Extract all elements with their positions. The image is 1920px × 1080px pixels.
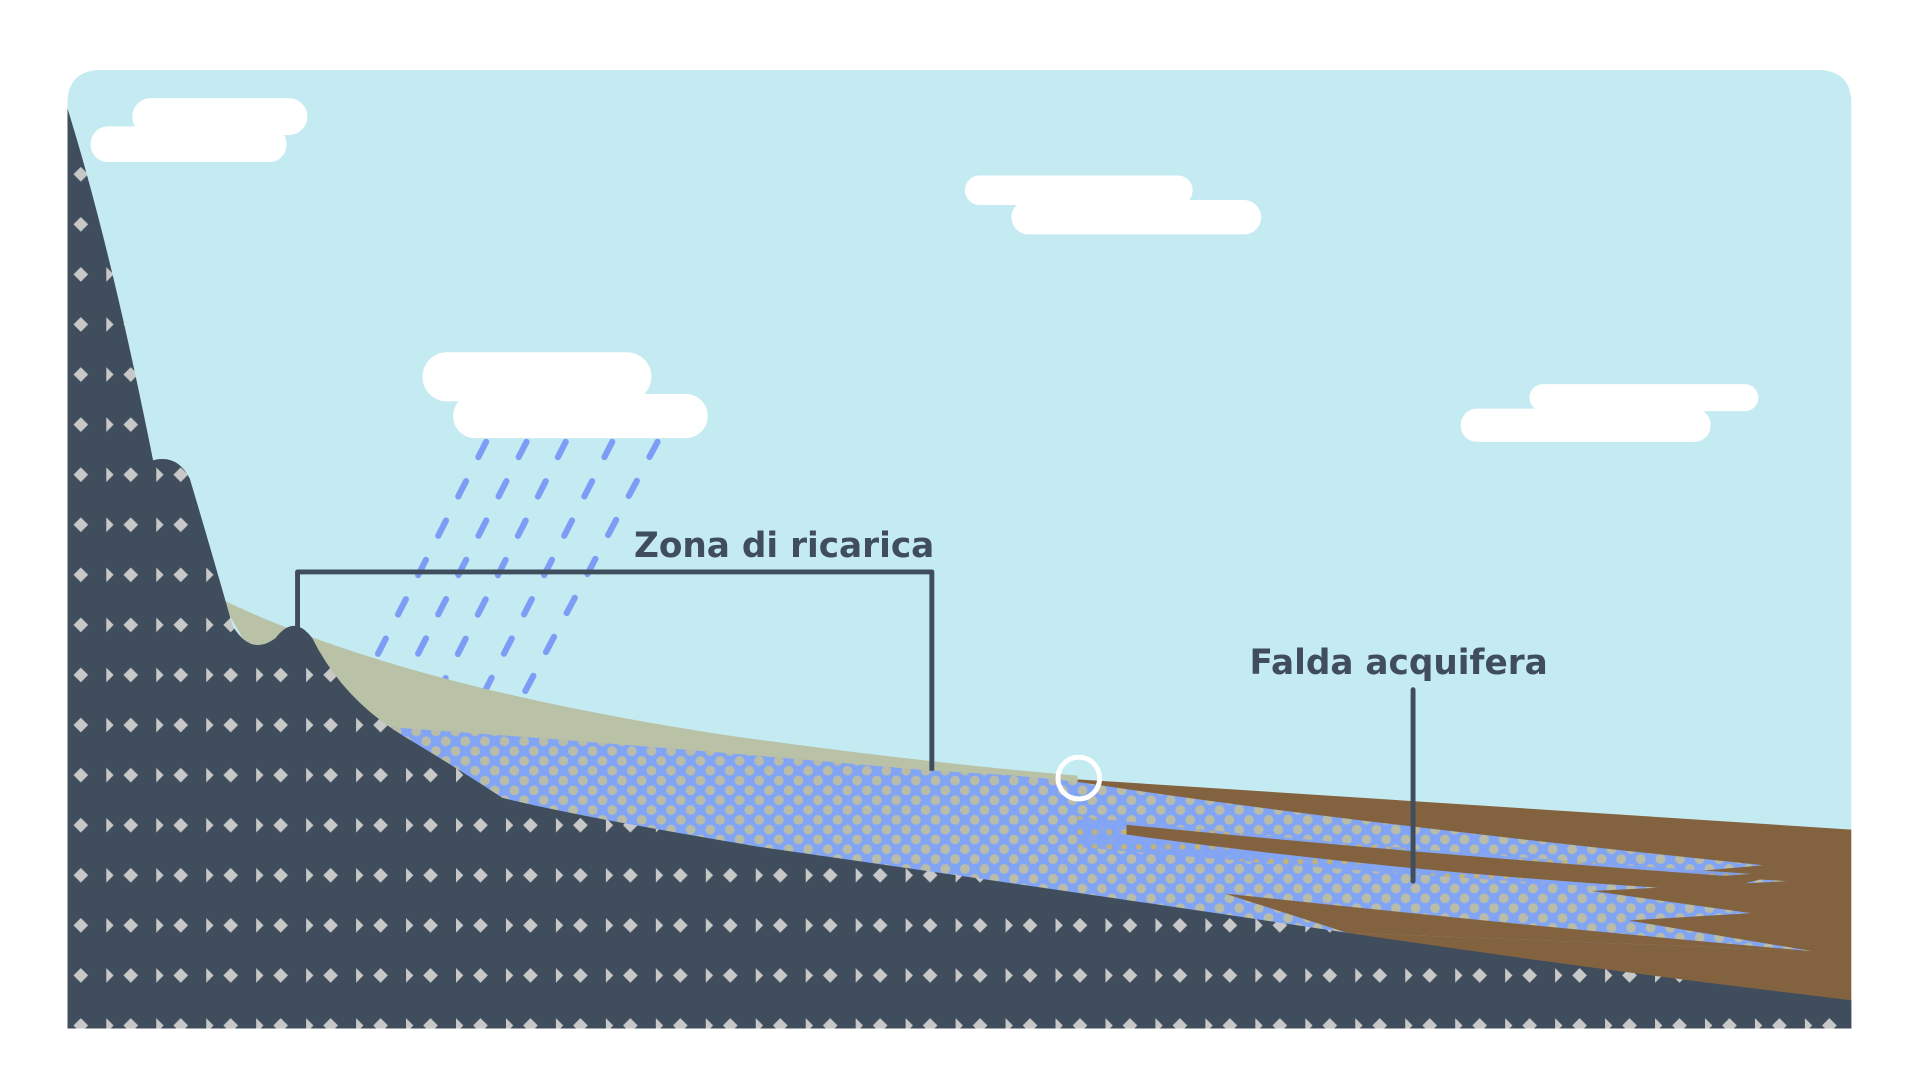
recharge-zone-bracket (295, 569, 935, 771)
cloud-2 (964, 175, 1262, 235)
clay-tongue-1 (1126, 824, 1764, 891)
clay-tongue-2 (1224, 893, 1813, 952)
cloud-1 (90, 98, 308, 162)
recharge-zone-label: Zona di ricarica (634, 526, 934, 566)
bedrock (67, 108, 1852, 1029)
cloud-3 (422, 352, 708, 439)
aquifer-label: Falda acquifera (1250, 643, 1548, 683)
cloud-4 (1460, 384, 1759, 442)
marker-circle (1055, 754, 1103, 802)
